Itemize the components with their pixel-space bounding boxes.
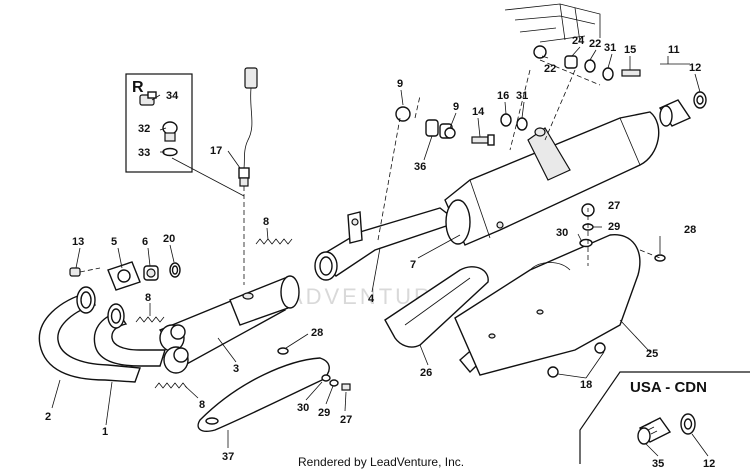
- callout-32: 32: [138, 123, 150, 135]
- callout-30b: 30: [297, 402, 309, 414]
- part-8-spring-b: [135, 316, 165, 323]
- callout-22a: 22: [544, 63, 556, 75]
- callout-9b: 9: [453, 101, 459, 113]
- footer-credit: Rendered by LeadVenture, Inc.: [298, 455, 464, 469]
- callout-13: 13: [72, 236, 84, 248]
- part-11-tail-tip: [658, 99, 692, 127]
- callout-31a: 31: [516, 90, 528, 102]
- callout-1: 1: [102, 426, 108, 438]
- part-12-gasket-usa: [680, 413, 696, 435]
- callout-34: 34: [166, 90, 179, 102]
- callout-24: 24: [572, 35, 585, 47]
- part-34-clip: [139, 91, 157, 106]
- callout-37: 37: [222, 451, 234, 463]
- region-usa-cdn: USA - CDN: [579, 371, 750, 464]
- callout-11: 11: [668, 44, 680, 56]
- callout-8c: 8: [199, 399, 205, 411]
- part-3-collector: [158, 275, 300, 374]
- callout-27a: 27: [608, 200, 620, 212]
- leader-lines: [51, 46, 709, 457]
- part-2-header-pipe: [38, 286, 141, 383]
- callout-30a: 30: [556, 227, 568, 239]
- callout-12b: 12: [703, 458, 715, 470]
- part-4-mid-pipe: [314, 207, 460, 281]
- callout-14: 14: [472, 106, 485, 118]
- callout-5: 5: [111, 236, 117, 248]
- part-1-header-pipe: [93, 303, 166, 367]
- callout-7: 7: [410, 259, 416, 271]
- callout-36: 36: [414, 161, 426, 173]
- callout-25: 25: [646, 348, 658, 360]
- part-22-24-31-15-hardware: [533, 45, 641, 81]
- part-35-spark-arrestor-plug: [637, 417, 672, 445]
- callout-16: 16: [497, 90, 509, 102]
- callout-28a: 28: [684, 224, 696, 236]
- part-16-31-hardware: [500, 113, 528, 131]
- frame-outline: [504, 3, 601, 43]
- callout-31b: 31: [604, 42, 616, 54]
- callout-29a: 29: [608, 221, 620, 233]
- callout-26: 26: [420, 367, 432, 379]
- callout-29b: 29: [318, 407, 330, 419]
- part-28-grommet-low: [277, 347, 289, 355]
- callout-35: 35: [652, 458, 664, 470]
- callout-15: 15: [624, 44, 636, 56]
- part-13-stud: [69, 267, 101, 277]
- part-28-grommet-upper: [654, 254, 666, 262]
- callout-3: 3: [233, 363, 239, 375]
- part-7-muffler: [444, 111, 660, 246]
- part-33-washer: [162, 147, 178, 157]
- part-6-nut: [143, 265, 159, 281]
- callout-22b: 22: [589, 38, 601, 50]
- part-14-bolt: [471, 134, 495, 146]
- part-9-grommets: [395, 106, 456, 139]
- part-20-gasket: [169, 262, 181, 278]
- part-17-oxygen-sensor: [238, 67, 258, 187]
- callout-17: 17: [210, 145, 222, 157]
- callout-28b: 28: [311, 327, 323, 339]
- callout-8b: 8: [145, 292, 151, 304]
- part-18-screws: [547, 342, 606, 378]
- part-37-heat-shield: [197, 357, 330, 432]
- callout-33: 33: [138, 147, 150, 159]
- hardware-stack-shield: [321, 374, 351, 391]
- callout-2: 2: [45, 411, 51, 423]
- callout-18: 18: [580, 379, 592, 391]
- part-32-sensor-plug: [162, 121, 178, 142]
- callout-20: 20: [163, 233, 175, 245]
- hardware-stack-shield-upper: [579, 203, 595, 248]
- callout-9a: 9: [397, 78, 403, 90]
- callout-12a: 12: [689, 62, 701, 74]
- callout-27b: 27: [340, 414, 352, 426]
- region-usa-cdn-label: USA - CDN: [630, 379, 707, 396]
- callout-6: 6: [142, 236, 148, 248]
- part-12-gasket-top: [693, 91, 707, 109]
- part-25-outer-shield: [454, 234, 641, 376]
- callouts: 34 32 33 17 9 9 16 31 14 36 24 22 22 31 …: [45, 35, 715, 470]
- part-8-spring-a: [255, 238, 293, 245]
- part-8-spring-c: [154, 382, 188, 389]
- region-r-box: R: [125, 73, 193, 173]
- callout-8a: 8: [263, 216, 269, 228]
- region-r-label: R: [132, 79, 144, 96]
- part-5-flange: [107, 261, 141, 291]
- callout-4: 4: [368, 293, 375, 305]
